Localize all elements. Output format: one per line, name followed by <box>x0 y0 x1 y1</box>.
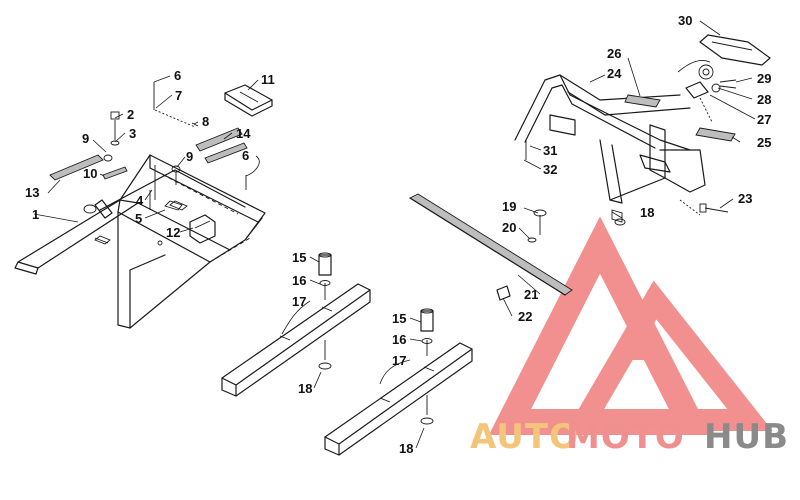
callout-14: 14 <box>236 126 251 141</box>
callout-7: 7 <box>175 88 182 103</box>
callout-1: 1 <box>32 207 39 222</box>
callout-6-top: 6 <box>174 68 181 83</box>
watermark-wordmark: AUTO MOTO HUB <box>470 417 789 457</box>
callout-2: 2 <box>127 107 134 122</box>
callout-15-upper: 15 <box>292 250 306 265</box>
pad-10 <box>102 166 128 180</box>
pad-13 <box>49 154 104 181</box>
callout-4: 4 <box>136 193 144 208</box>
rack-frame <box>14 154 266 329</box>
rear-bumper <box>514 74 706 223</box>
pad-26 <box>624 94 661 108</box>
callout-17-upper: 17 <box>292 294 306 309</box>
callout-25: 25 <box>757 135 771 150</box>
callout-15-lower: 15 <box>392 311 406 326</box>
callout-3: 3 <box>129 126 136 141</box>
runner-17-upper <box>221 283 371 397</box>
part-11-block <box>224 84 273 117</box>
watermark-triangle-core-icon <box>618 322 668 360</box>
tow-hitch <box>677 60 737 123</box>
callout-31: 31 <box>543 143 557 158</box>
callout-12: 12 <box>166 225 180 240</box>
callout-9-right: 9 <box>186 149 193 164</box>
callout-28: 28 <box>757 92 771 107</box>
callout-9-left: 9 <box>82 131 89 146</box>
callout-19: 19 <box>502 199 516 214</box>
callout-30: 30 <box>678 13 692 28</box>
watermark-logo <box>488 216 773 435</box>
runner-hardware <box>318 252 434 425</box>
leader-lines <box>33 20 756 449</box>
callout-16-upper: 16 <box>292 273 306 288</box>
watermark-moto: MOTO <box>566 417 685 457</box>
callout-numbers: 1 2 3 4 5 6 6 7 8 9 9 10 11 12 13 14 15 … <box>25 13 771 456</box>
bumper-hardware <box>525 140 729 226</box>
part-30-handle <box>699 34 771 66</box>
callout-23: 23 <box>738 191 752 206</box>
part-12-bracket <box>189 214 216 244</box>
runner-17-lower <box>324 342 473 456</box>
callout-21: 21 <box>524 287 538 302</box>
watermark-auto: AUTO <box>470 417 579 457</box>
rack-hardware <box>94 82 247 244</box>
callout-24: 24 <box>607 66 622 81</box>
callout-16-lower: 16 <box>392 332 406 347</box>
callout-18-runner-lower: 18 <box>399 441 413 456</box>
callout-32: 32 <box>543 162 557 177</box>
callout-18-bumper: 18 <box>640 205 654 220</box>
mud-flap-21 <box>409 193 573 301</box>
pad-14b <box>204 142 248 164</box>
pad-25 <box>695 127 736 142</box>
callout-6-right: 6 <box>242 148 249 163</box>
callout-22: 22 <box>518 309 532 324</box>
callout-8: 8 <box>202 114 209 129</box>
callout-17-lower: 17 <box>392 353 406 368</box>
rack-pads <box>49 127 248 181</box>
callout-20: 20 <box>502 220 516 235</box>
callout-11: 11 <box>261 72 275 87</box>
callout-5: 5 <box>135 211 142 226</box>
callout-18-runner-upper: 18 <box>298 381 312 396</box>
callout-10: 10 <box>83 166 97 181</box>
callout-27: 27 <box>757 112 771 127</box>
watermark-hub: HUB <box>704 417 789 457</box>
callout-13: 13 <box>25 185 39 200</box>
callout-26: 26 <box>607 46 621 61</box>
callout-29: 29 <box>757 71 771 86</box>
bumper-pads <box>624 94 736 142</box>
